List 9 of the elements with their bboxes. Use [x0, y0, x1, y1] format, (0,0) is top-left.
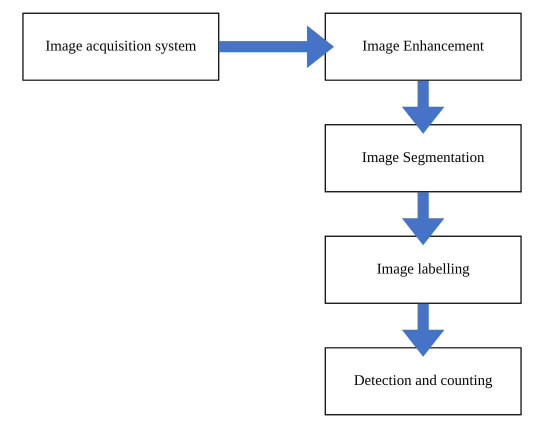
- arrow: [401, 304, 444, 357]
- arrow: [218, 25, 334, 68]
- arrow: [401, 192, 444, 246]
- node-box: Image acquisition system: [22, 12, 219, 81]
- node-box: Image Enhancement: [324, 12, 522, 81]
- node-box: Image labelling: [324, 236, 522, 304]
- node-box: Image Segmentation: [324, 124, 522, 192]
- node-box: Detection and counting: [324, 347, 522, 416]
- arrow: [401, 80, 444, 134]
